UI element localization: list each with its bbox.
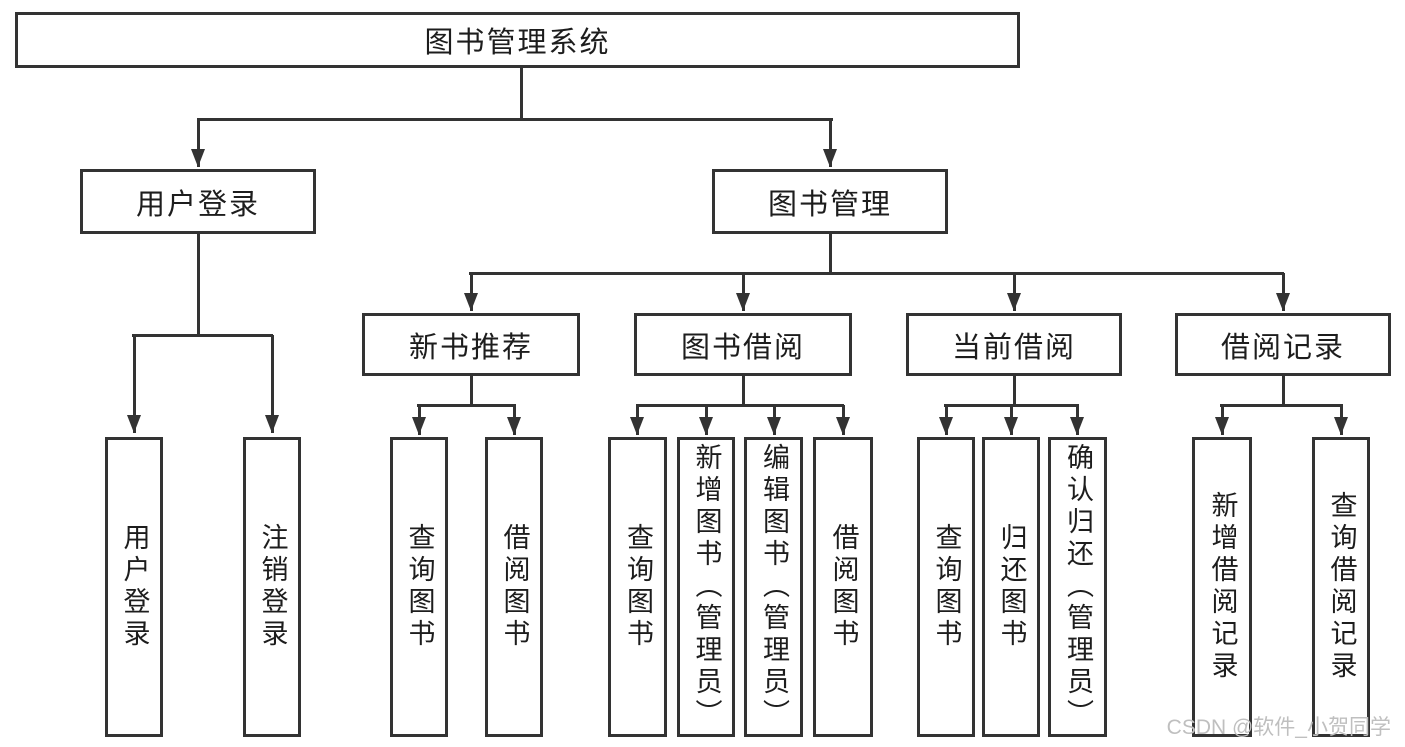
node-book-borrow: 图书借阅 — [634, 313, 852, 376]
arrowhead-down — [1334, 417, 1348, 435]
arrowhead-down — [767, 417, 781, 435]
arrowhead-down — [1070, 417, 1084, 435]
connector-arrow-stem — [470, 273, 473, 311]
leaf-label: 注销登录 — [257, 523, 288, 651]
leaf-add-borrow-record: 新增借阅记录 — [1192, 437, 1252, 737]
node-current-borrow: 当前借阅 — [906, 313, 1122, 376]
connector-stem — [1282, 376, 1285, 406]
leaf-label: 确认归还（管理员） — [1063, 443, 1093, 731]
arrowhead-down — [736, 293, 750, 311]
leaf-label: 查询图书 — [404, 523, 435, 651]
node-book-management-branch: 图书管理 — [712, 169, 948, 234]
connector-bar — [417, 404, 516, 407]
connector-stem — [470, 376, 473, 406]
leaf-query-book-2: 查询图书 — [608, 437, 667, 737]
connector-arrow-stem — [829, 119, 832, 167]
leaf-label: 借阅图书 — [828, 523, 859, 651]
leaf-label: 查询图书 — [623, 523, 653, 651]
connector-stem — [742, 376, 745, 406]
leaf-logout: 注销登录 — [243, 437, 301, 737]
arrowhead-down — [836, 417, 850, 435]
arrowhead-down — [265, 415, 279, 433]
arrowhead-down — [464, 293, 478, 311]
connector-arrow-stem — [1282, 273, 1285, 311]
connector-bar — [636, 404, 844, 407]
leaf-borrow-book-2: 借阅图书 — [813, 437, 873, 737]
arrowhead-down — [939, 417, 953, 435]
leaf-label: 借阅图书 — [499, 523, 530, 651]
connector-bar — [1220, 404, 1343, 407]
arrowhead-down — [191, 149, 205, 167]
arrowhead-down — [630, 417, 644, 435]
leaf-add-book-admin: 新增图书（管理员） — [677, 437, 735, 737]
leaf-label: 新增借阅记录 — [1207, 491, 1238, 683]
connector-root-stem — [520, 68, 523, 119]
leaf-user-login: 用户登录 — [105, 437, 163, 737]
connector-user-bar — [132, 334, 273, 337]
leaf-query-borrow-record: 查询借阅记录 — [1312, 437, 1370, 737]
arrowhead-down — [127, 415, 141, 433]
connector-arrow-stem — [271, 335, 274, 433]
leaf-confirm-return-admin: 确认归还（管理员） — [1048, 437, 1107, 737]
leaf-edit-book-admin: 编辑图书（管理员） — [744, 437, 803, 737]
leaf-label: 新增图书（管理员） — [691, 443, 722, 731]
leaf-label: 归还图书 — [996, 523, 1027, 651]
arrowhead-down — [823, 149, 837, 167]
connector-arrow-stem — [197, 119, 200, 167]
arrowhead-down — [507, 417, 521, 435]
leaf-query-book-1: 查询图书 — [390, 437, 448, 737]
leaf-query-book-3: 查询图书 — [917, 437, 975, 737]
connector-level2-bar — [469, 272, 1284, 275]
connector-arrow-stem — [133, 335, 136, 433]
node-user-login-branch: 用户登录 — [80, 169, 316, 234]
csdn-watermark: CSDN @软件_小贺同学 — [1166, 716, 1391, 739]
arrowhead-down — [1215, 417, 1229, 435]
leaf-label: 编辑图书（管理员） — [759, 443, 789, 731]
node-new-book-recommend: 新书推荐 — [362, 313, 580, 376]
arrowhead-down — [699, 417, 713, 435]
arrowhead-down — [1007, 293, 1021, 311]
leaf-label: 查询借阅记录 — [1326, 491, 1357, 683]
connector-stem — [1013, 376, 1016, 406]
connector-user-stem — [197, 234, 200, 335]
connector-arrow-stem — [1013, 273, 1016, 311]
connector-book-stem — [829, 234, 832, 273]
arrowhead-down — [1276, 293, 1290, 311]
node-borrow-records: 借阅记录 — [1175, 313, 1391, 376]
leaf-borrow-book-1: 借阅图书 — [485, 437, 543, 737]
connector-arrow-stem — [742, 273, 745, 311]
arrowhead-down — [1004, 417, 1018, 435]
arrowhead-down — [412, 417, 426, 435]
leaf-label: 查询图书 — [931, 523, 962, 651]
leaf-label: 用户登录 — [119, 523, 150, 651]
connector-level1-bar — [197, 118, 833, 121]
leaf-return-book: 归还图书 — [982, 437, 1040, 737]
node-root: 图书管理系统 — [15, 12, 1020, 68]
